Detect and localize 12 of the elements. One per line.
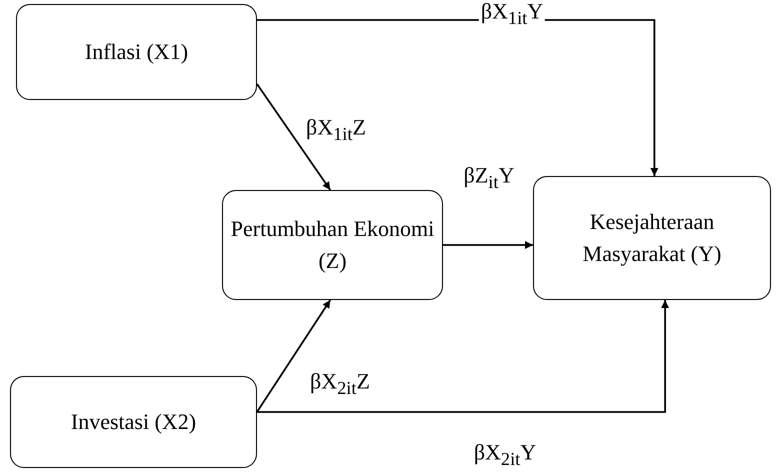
node-text: Pertumbuhan Ekonomi (Z) [230,215,436,275]
arrow [256,83,332,191]
node-text: Investasi (X2) [70,408,196,436]
node-text: Inflasi (X1) [84,38,188,66]
process-box [16,4,257,100]
arrow [256,300,332,412]
node-text: Kesejahteraan Masyarakat (Y) [582,208,722,268]
process-box [533,176,771,300]
process-box [10,376,257,468]
arrow [257,300,670,413]
arrow [443,241,533,249]
process-box [222,190,443,300]
